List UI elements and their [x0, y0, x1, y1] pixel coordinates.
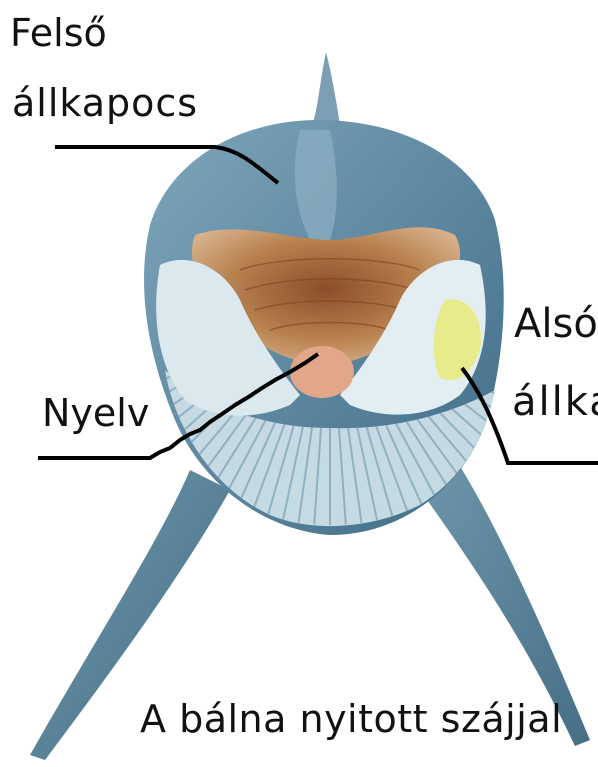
- upper-jaw-label-line1: Felső: [10, 14, 107, 52]
- lower-jaw-label-line1: Alsó: [514, 304, 598, 344]
- upper-jaw-label-line2: állkapocs: [12, 84, 198, 122]
- tongue-shape: [290, 346, 354, 398]
- dorsal-tip: [312, 52, 340, 125]
- diagram-caption: A bálna nyitott szájjal: [140, 700, 562, 738]
- lower-jaw-label-line2: állka: [512, 382, 598, 422]
- tongue-label: Nyelv: [42, 394, 149, 432]
